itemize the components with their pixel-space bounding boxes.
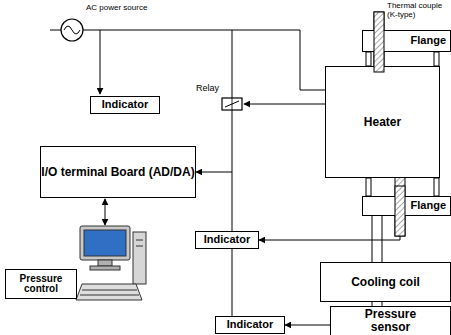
annotation-label: Thermal couple (K-type) (387, 2, 449, 20)
drawing-part (232, 249, 233, 316)
indicator-box: Indicator (195, 231, 259, 249)
drawing-part (136, 246, 143, 247)
node-label: Indicator (102, 99, 148, 111)
connector-line (382, 216, 383, 262)
signal-connector (196, 172, 232, 231)
drawing-part (84, 230, 126, 256)
relay-symbol: Relay (194, 84, 244, 112)
signal-connector (259, 216, 400, 240)
drawing-part (90, 266, 120, 270)
computer-illustration (76, 226, 146, 300)
drawing-part (80, 295, 139, 296)
connector-line (372, 216, 373, 262)
connector-line (196, 172, 232, 231)
ac-source-symbol (61, 19, 83, 41)
thermocouple (374, 12, 384, 72)
drawing-part (434, 52, 439, 66)
pipe-connector (372, 216, 382, 262)
indicator-box: Indicator (90, 96, 160, 114)
io-board-box: I/O terminal Board (AD/DA) (40, 146, 196, 198)
signal-connector (285, 325, 330, 326)
node-label: Pressure control (6, 274, 76, 295)
flange-box: Flange (362, 196, 451, 216)
drawing-part (366, 178, 371, 196)
drawing-part (366, 52, 371, 66)
cooling-coil-box: Cooling coil (320, 262, 451, 302)
flange-box: Flange (362, 30, 451, 52)
drawing-part (232, 110, 233, 172)
drawing-part (50, 30, 61, 31)
node-label: Indicator (204, 234, 250, 246)
sine-wave (64, 26, 80, 34)
indicator-box: Indicator (215, 316, 285, 334)
drawing-part (136, 240, 143, 241)
drawing-part (232, 30, 233, 98)
node-label: Cooling coil (351, 276, 420, 289)
drawing-part (434, 178, 439, 196)
connector-line (259, 216, 400, 240)
drawing-part (76, 284, 142, 300)
node-label: Pressure sensor (356, 308, 426, 333)
drawing-part (83, 30, 325, 90)
pressure-control-box: Pressure control (5, 269, 77, 299)
drawing-part (100, 30, 101, 94)
connector-line (285, 325, 330, 326)
drawing-part (82, 290, 137, 291)
node-label: Indicator (227, 319, 273, 331)
pressure-sensor-box: Pressure sensor (330, 306, 451, 335)
drawing-part (105, 199, 106, 225)
heater-box: Heater (325, 66, 440, 178)
connector-line (244, 104, 325, 105)
node-label: Flange (411, 200, 446, 212)
drawing-part (80, 226, 130, 260)
node-label: I/O terminal Board (AD/DA) (41, 166, 194, 179)
node-label: Flange (411, 35, 446, 47)
node-label: Relay (194, 84, 219, 93)
annotation-label: AC power source (86, 4, 166, 13)
drawing-part (133, 232, 146, 284)
signal-connector (244, 104, 325, 105)
drawing-part (232, 98, 233, 110)
thermocouple (395, 186, 405, 236)
drawing-part (98, 260, 112, 266)
drawing-part (222, 98, 242, 110)
node-label: Heater (364, 116, 401, 129)
